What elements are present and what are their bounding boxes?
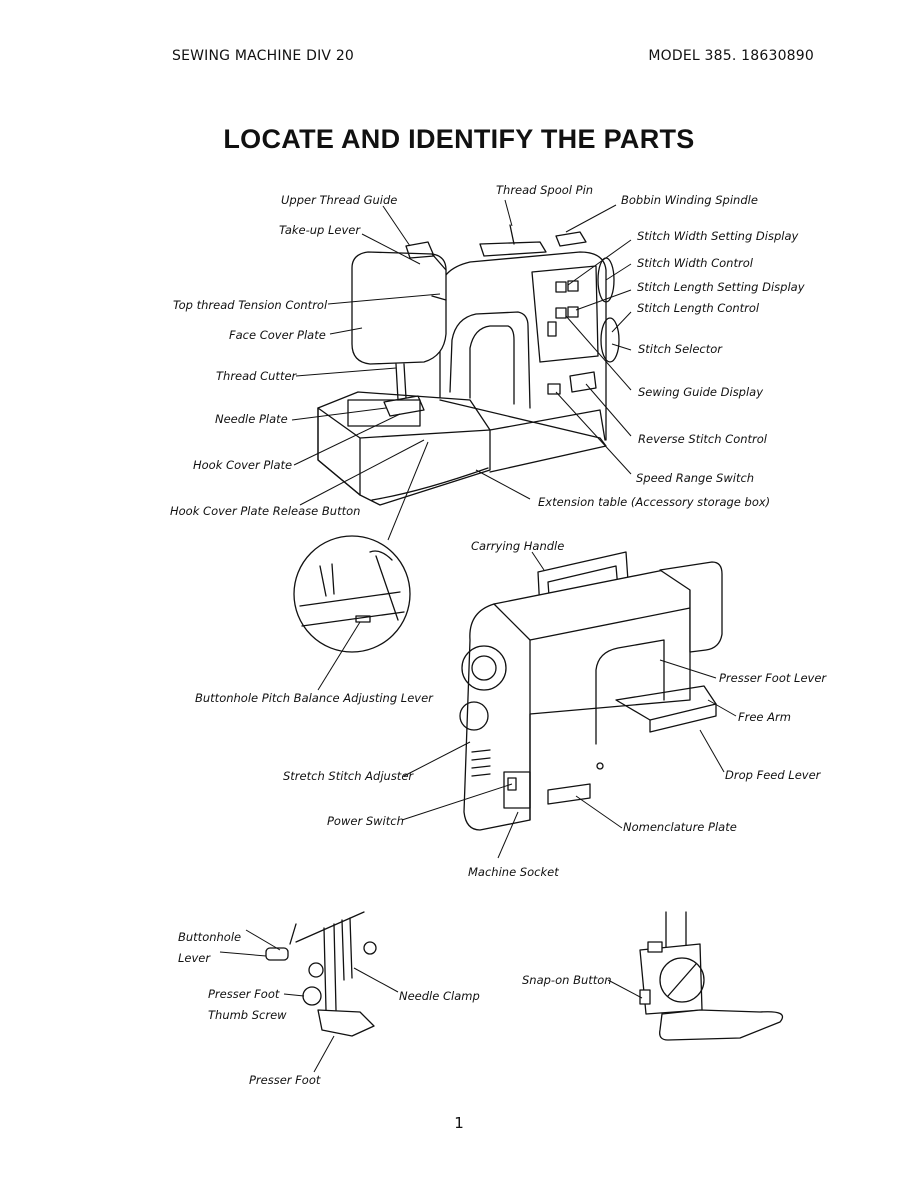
- label-free-arm: Free Arm: [738, 710, 791, 724]
- label-needle-plate: Needle Plate: [215, 412, 288, 426]
- label-machine-socket: Machine Socket: [468, 865, 559, 879]
- label-top-thread-tension-control: Top thread Tension Control: [173, 298, 328, 312]
- label-lever: Lever: [178, 951, 211, 965]
- label-upper-thread-guide: Upper Thread Guide: [281, 193, 397, 207]
- label-bobbin-winding-spindle: Bobbin Winding Spindle: [621, 193, 758, 207]
- label-presser-foot: Presser Foot: [249, 1073, 321, 1087]
- header-right: MODEL 385. 18630890: [648, 48, 814, 64]
- label-extension-table: Extension table (Accessory storage box): [538, 495, 770, 509]
- header-left: SEWING MACHINE DIV 20: [172, 48, 355, 64]
- label-stitch-length-control: Stitch Length Control: [637, 301, 760, 315]
- label-stretch-stitch-adjuster: Stretch Stitch Adjuster: [283, 769, 414, 783]
- label-carrying-handle: Carrying Handle: [471, 539, 564, 553]
- label-stitch-width-setting-display: Stitch Width Setting Display: [637, 229, 799, 243]
- label-hook-cover-plate-release-button: Hook Cover Plate Release Button: [170, 504, 360, 518]
- page-number: 1: [454, 1114, 464, 1132]
- label-buttonhole: Buttonhole: [178, 930, 241, 944]
- label-speed-range-switch: Speed Range Switch: [636, 471, 754, 485]
- label-face-cover-plate: Face Cover Plate: [229, 328, 326, 342]
- label-power-switch: Power Switch: [327, 814, 404, 828]
- label-snap-on-button: Snap-on Button: [522, 973, 612, 987]
- part-labels: Upper Thread Guide Thread Spool Pin Bobb…: [170, 183, 827, 1087]
- label-stitch-selector: Stitch Selector: [638, 342, 723, 356]
- label-nomenclature-plate: Nomenclature Plate: [623, 820, 737, 834]
- page-title: LOCATE AND IDENTIFY THE PARTS: [223, 124, 695, 154]
- label-thread-spool-pin: Thread Spool Pin: [496, 183, 593, 197]
- front-view-machine-drawing: [317, 224, 620, 506]
- label-hook-cover-plate: Hook Cover Plate: [193, 458, 292, 472]
- label-reverse-stitch-control: Reverse Stitch Control: [638, 432, 768, 446]
- buttonhole-lever-detail-drawing: [293, 535, 411, 691]
- label-needle-clamp: Needle Clamp: [399, 989, 480, 1003]
- label-take-up-lever: Take-up Lever: [279, 223, 361, 237]
- label-presser-foot-lever: Presser Foot Lever: [719, 671, 827, 685]
- label-stitch-width-control: Stitch Width Control: [637, 256, 754, 270]
- label-thread-cutter: Thread Cutter: [216, 369, 298, 383]
- label-presser-foot-line1: Presser Foot: [208, 987, 280, 1001]
- side-view-machine-drawing: [459, 551, 723, 831]
- label-buttonhole-pitch-balance: Buttonhole Pitch Balance Adjusting Lever: [195, 691, 434, 705]
- front-view-leader-lines: [291, 199, 632, 541]
- side-view-leader-lines: [401, 551, 737, 859]
- label-stitch-length-setting-display: Stitch Length Setting Display: [637, 280, 805, 294]
- snap-on-foot-detail-drawing: [607, 911, 784, 1041]
- presser-foot-detail-drawing: [219, 911, 399, 1073]
- label-drop-feed-lever: Drop Feed Lever: [725, 768, 822, 782]
- label-sewing-guide-display: Sewing Guide Display: [638, 385, 763, 399]
- label-thumb-screw: Thumb Screw: [208, 1008, 287, 1022]
